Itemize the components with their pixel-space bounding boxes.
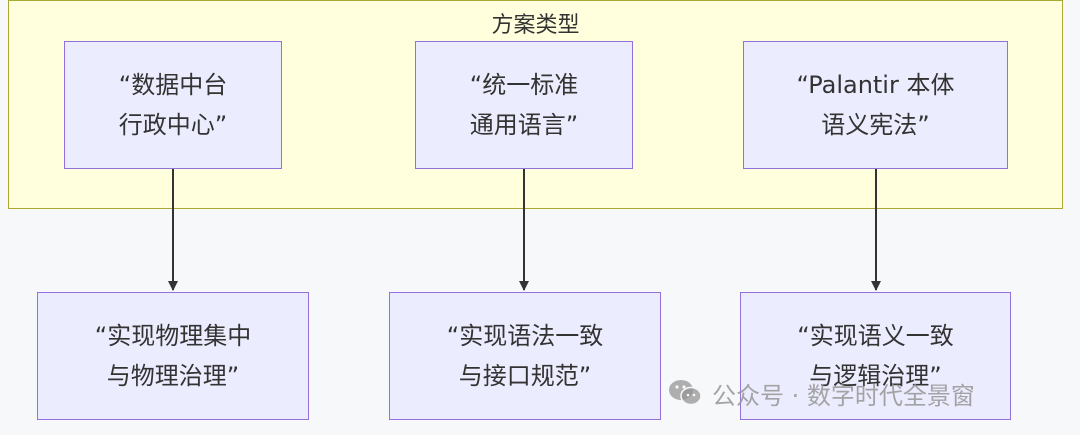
watermark: 公众号 · 数字时代全景窗 (668, 373, 975, 413)
node-physical-centralization: “实现物理集中 与物理治理” (37, 292, 309, 420)
node-unified-standard: “统一标准 通用语言” (415, 41, 633, 169)
node-label: “实现语义一致 与逻辑治理” (797, 322, 954, 390)
node-semantic-consistency: “实现语义一致 与逻辑治理” (740, 292, 1011, 420)
watermark-text: 公众号 · 数字时代全景窗 (712, 381, 975, 410)
node-label: “实现语法一致 与接口规范” (446, 322, 604, 390)
node-label: “统一标准 通用语言” (469, 71, 579, 139)
node-syntax-consistency: “实现语法一致 与接口规范” (389, 292, 661, 420)
node-label: “实现物理集中 与物理治理” (94, 322, 252, 390)
group-title: 方案类型 (491, 13, 580, 38)
node-data-middle-platform: “数据中台 行政中心” (64, 41, 282, 169)
node-label: “数据中台 行政中心” (118, 71, 228, 139)
node-label: “Palantir 本体 语义宪法” (796, 71, 955, 139)
wechat-icon (669, 380, 702, 406)
node-palantir-ontology: “Palantir 本体 语义宪法” (743, 41, 1008, 169)
